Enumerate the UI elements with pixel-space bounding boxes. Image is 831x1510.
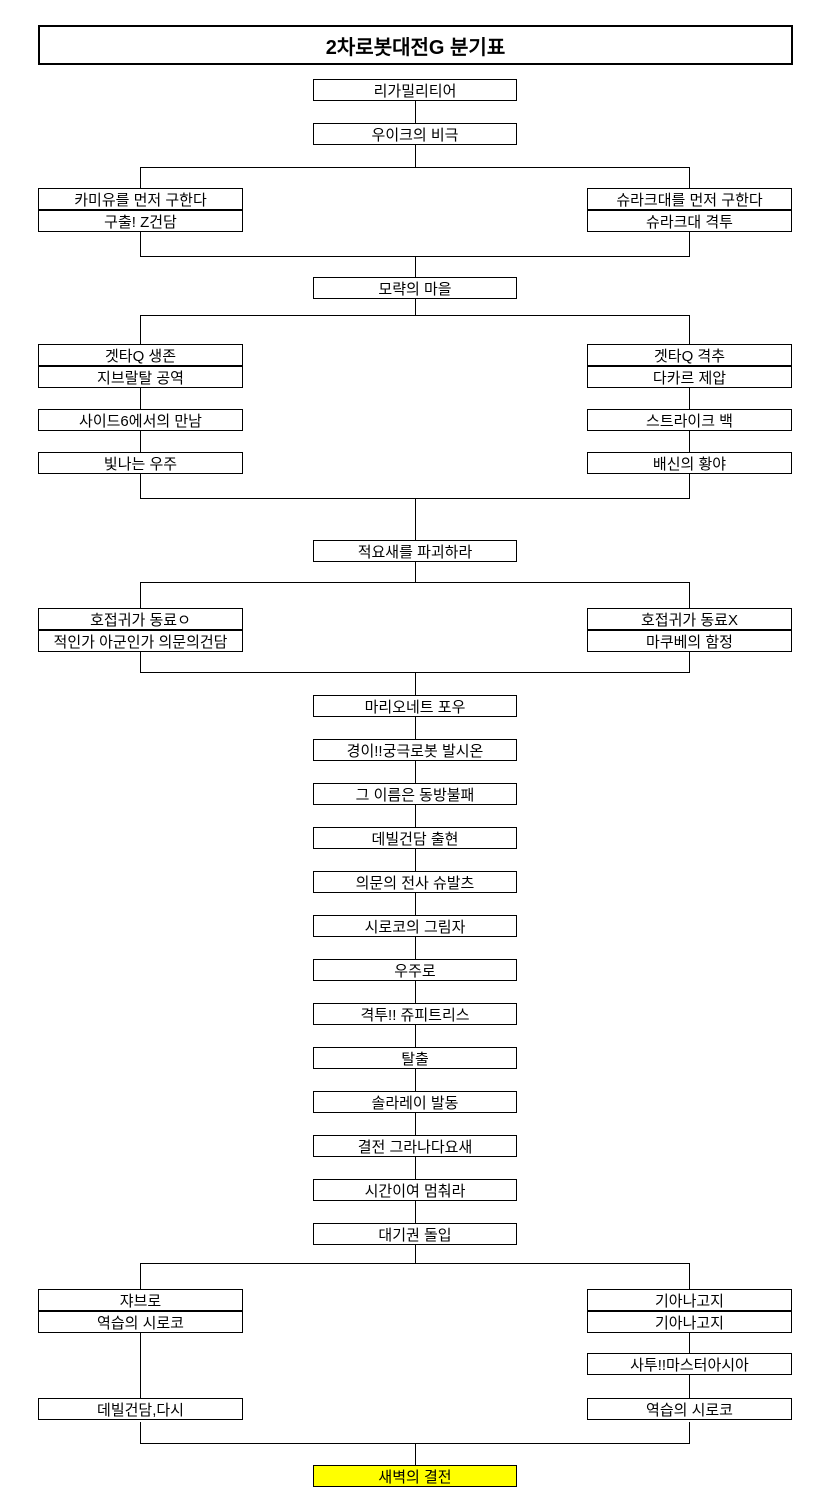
connector-vertical	[415, 562, 416, 582]
flow-box: 마리오네트 포우	[313, 695, 517, 717]
connector-vertical	[415, 1069, 416, 1091]
flow-box: 대기권 돌입	[313, 1223, 517, 1245]
connector-horizontal	[140, 167, 690, 168]
connector-vertical	[140, 1263, 141, 1289]
connector-vertical	[689, 652, 690, 672]
flow-box: 시간이여 멈춰라	[313, 1179, 517, 1201]
flow-box: 리가밀리티어	[313, 79, 517, 101]
flow-box: 적요새를 파괴하라	[313, 540, 517, 562]
connector-vertical	[689, 582, 690, 608]
connector-vertical	[140, 1333, 141, 1398]
flow-box: 역습의 시로코	[38, 1311, 243, 1333]
flow-box: 데빌건담 출현	[313, 827, 517, 849]
connector-vertical	[689, 315, 690, 344]
flow-box: 호접귀가 동료ㅇ	[38, 608, 243, 630]
connector-vertical	[415, 1201, 416, 1223]
connector-vertical	[689, 167, 690, 188]
flow-box: 역습의 시로코	[587, 1398, 792, 1420]
flow-box: 경이!!궁극로봇 발시온	[313, 739, 517, 761]
connector-vertical	[689, 388, 690, 409]
connector-vertical	[689, 474, 690, 498]
flow-box: 데빌건담,다시	[38, 1398, 243, 1420]
connector-vertical	[140, 474, 141, 498]
flow-box: 배신의 황야	[587, 452, 792, 474]
flow-box: 스트라이크 백	[587, 409, 792, 431]
connector-vertical	[689, 232, 690, 256]
connector-vertical	[689, 431, 690, 452]
flow-box: 겟타Q 생존	[38, 344, 243, 366]
flow-box: 새벽의 결전	[313, 1465, 517, 1487]
connector-vertical	[689, 1375, 690, 1398]
flow-box: 겟타Q 격추	[587, 344, 792, 366]
connector-horizontal	[140, 1263, 690, 1264]
flow-box: 슈라크대를 먼저 구한다	[587, 188, 792, 210]
connector-horizontal	[140, 582, 690, 583]
connector-vertical	[415, 1443, 416, 1465]
flow-box: 우이크의 비극	[313, 123, 517, 145]
connector-vertical	[415, 145, 416, 167]
connector-vertical	[689, 1333, 690, 1353]
connector-vertical	[415, 893, 416, 915]
connector-vertical	[140, 315, 141, 344]
connector-vertical	[415, 498, 416, 540]
flow-box: 사투!!마스터아시아	[587, 1353, 792, 1375]
flow-box: 결전 그라나다요새	[313, 1135, 517, 1157]
flow-box: 호접귀가 동료X	[587, 608, 792, 630]
connector-vertical	[415, 1025, 416, 1047]
connector-vertical	[415, 256, 416, 277]
connector-vertical	[415, 805, 416, 827]
flow-box: 마쿠베의 함정	[587, 630, 792, 652]
flow-box: 모략의 마을	[313, 277, 517, 299]
flow-box: 우주로	[313, 959, 517, 981]
connector-vertical	[140, 1422, 141, 1443]
flow-box: 쟈브로	[38, 1289, 243, 1311]
flow-box: 적인가 아군인가 의문의건담	[38, 630, 243, 652]
flow-box: 그 이름은 동방불패	[313, 783, 517, 805]
connector-vertical	[689, 1422, 690, 1443]
flow-box: 솔라레이 발동	[313, 1091, 517, 1113]
flow-box: 기아나고지	[587, 1311, 792, 1333]
connector-vertical	[415, 101, 416, 123]
flow-box: 슈라크대 격투	[587, 210, 792, 232]
connector-vertical	[415, 299, 416, 315]
connector-vertical	[415, 937, 416, 959]
flow-box: 격투!! 쥬피트리스	[313, 1003, 517, 1025]
connector-vertical	[140, 652, 141, 672]
connector-vertical	[415, 1157, 416, 1179]
connector-vertical	[415, 981, 416, 1003]
flow-box: 지브랄탈 공역	[38, 366, 243, 388]
flow-box: 다카르 제압	[587, 366, 792, 388]
flow-box: 구출! Z건담	[38, 210, 243, 232]
connector-vertical	[415, 1245, 416, 1263]
flow-box: 카미유를 먼저 구한다	[38, 188, 243, 210]
connector-vertical	[415, 849, 416, 871]
connector-vertical	[415, 1113, 416, 1135]
page-title: 2차로봇대전G 분기표	[38, 25, 793, 65]
flow-box: 시로코의 그림자	[313, 915, 517, 937]
connector-vertical	[140, 232, 141, 256]
connector-vertical	[140, 388, 141, 409]
flow-box: 탈출	[313, 1047, 517, 1069]
flow-box: 기아나고지	[587, 1289, 792, 1311]
flow-box: 사이드6에서의 만남	[38, 409, 243, 431]
connector-vertical	[140, 167, 141, 188]
connector-vertical	[140, 431, 141, 452]
flow-box: 빛나는 우주	[38, 452, 243, 474]
connector-vertical	[415, 761, 416, 783]
connector-vertical	[415, 672, 416, 695]
connector-vertical	[140, 582, 141, 608]
flow-box: 의문의 전사 슈발츠	[313, 871, 517, 893]
connector-horizontal	[140, 315, 690, 316]
connector-vertical	[415, 717, 416, 739]
connector-vertical	[689, 1263, 690, 1289]
